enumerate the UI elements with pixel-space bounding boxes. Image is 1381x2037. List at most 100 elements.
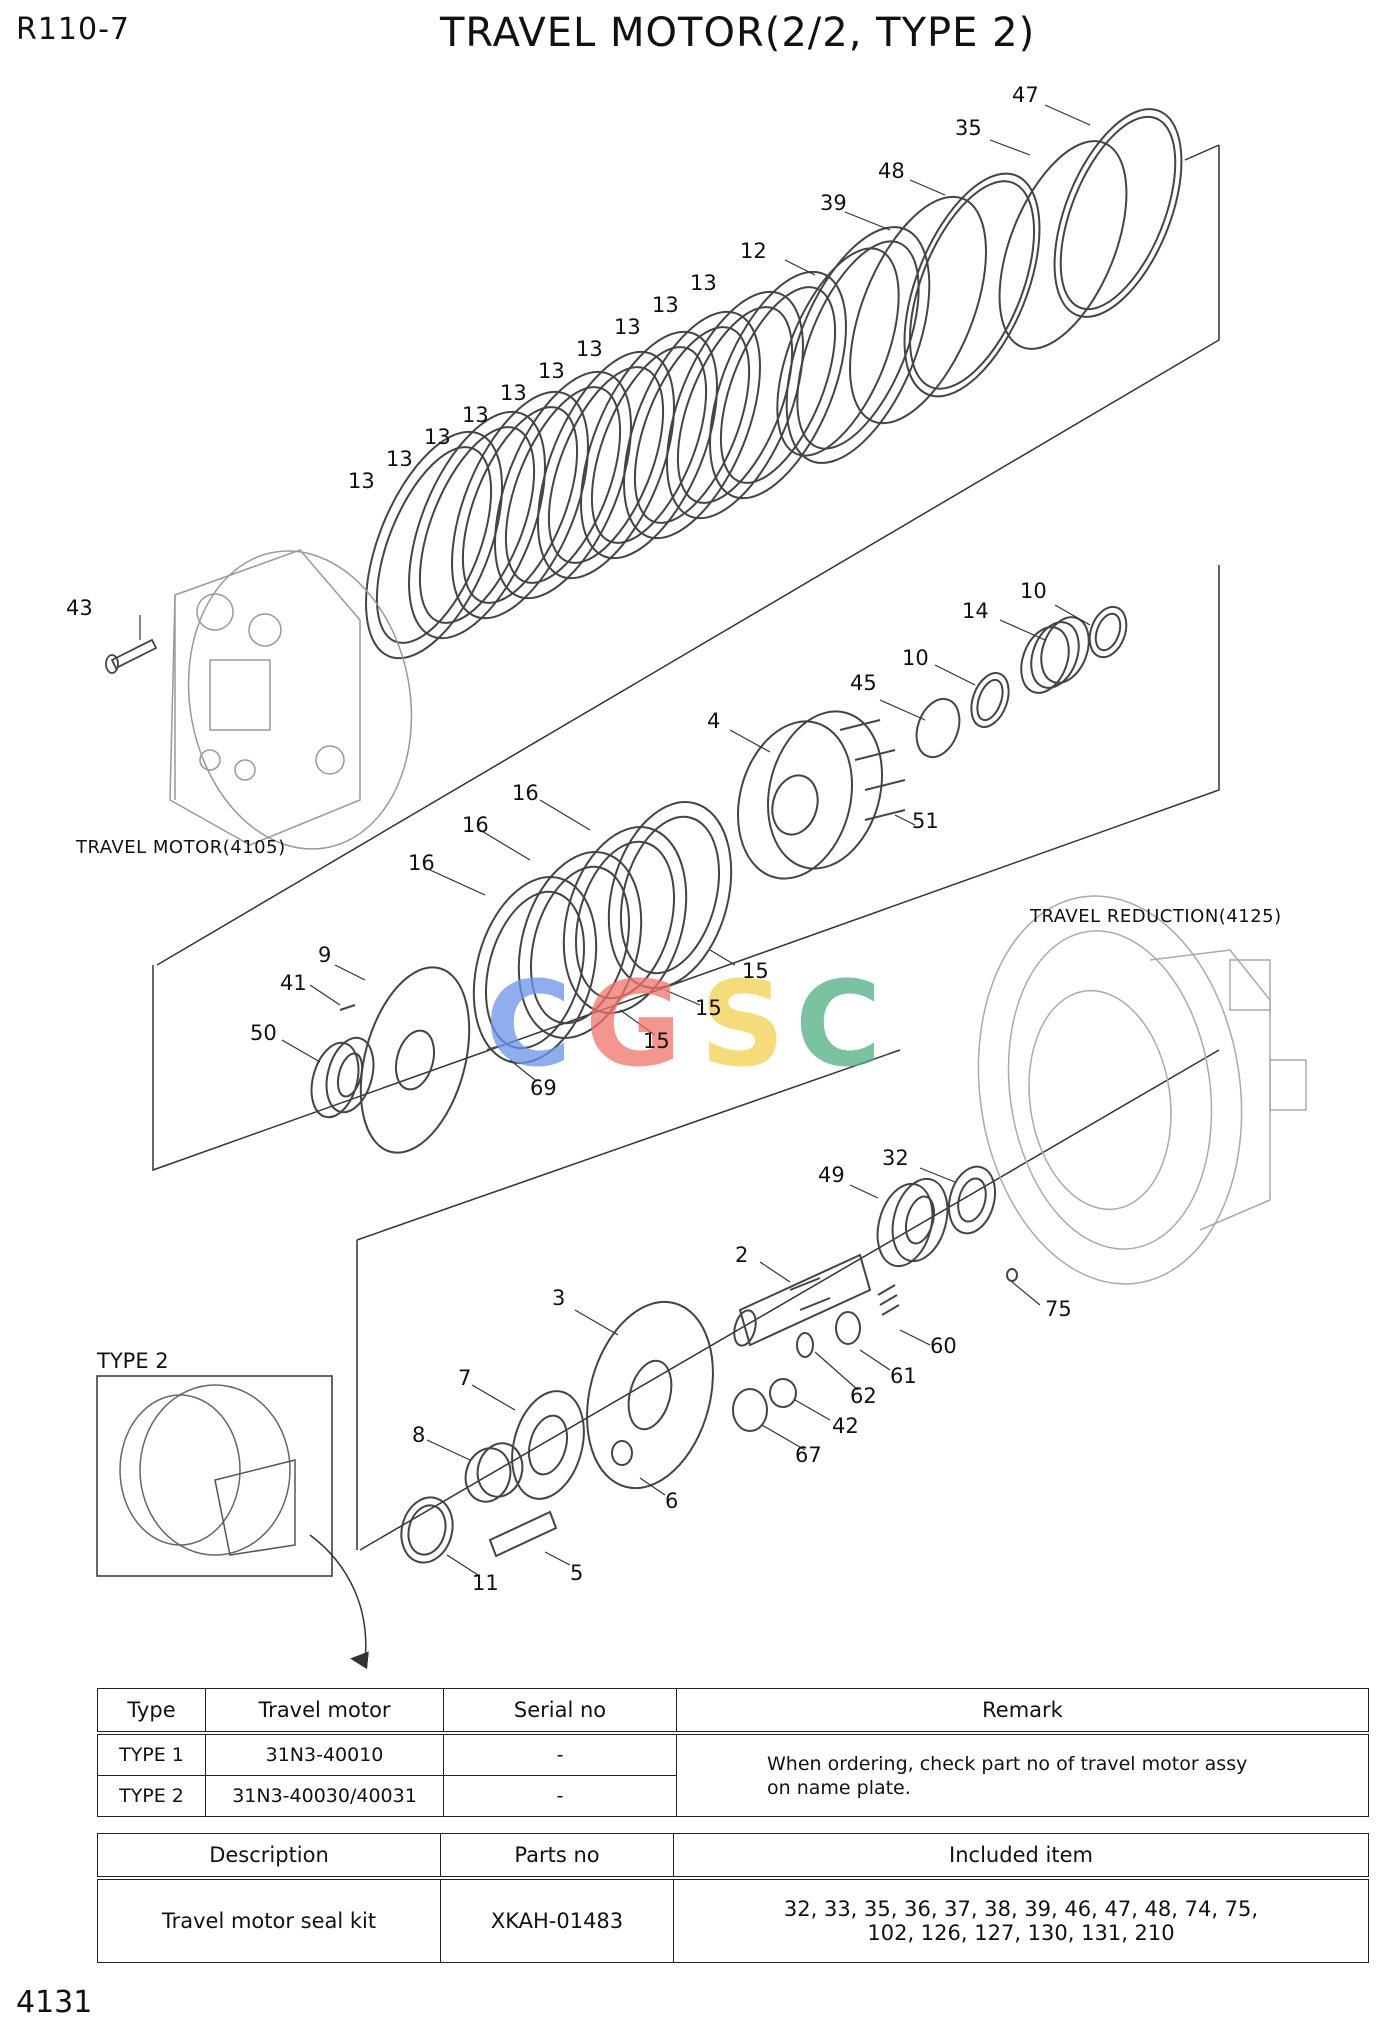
travel-motor-caption: TRAVEL MOTOR(4105) xyxy=(75,837,286,858)
remark-line: When ordering, check part no of travel m… xyxy=(767,1752,1248,1775)
drive-shaft-group xyxy=(733,1165,1018,1347)
included-items-cell: 32, 33, 35, 36, 37, 38, 39, 46, 47, 48, … xyxy=(673,1877,1369,1963)
table-row: Travel motor seal kit XKAH-01483 32, 33,… xyxy=(97,1877,1369,1963)
callout-4: 4 xyxy=(707,709,720,733)
assembly-plane-outlines xyxy=(152,144,1220,1551)
callout-5: 5 xyxy=(570,1561,583,1585)
table-row: TYPE 1 31N3-40010 - When ordering, check… xyxy=(97,1732,1369,1817)
callout-67: 67 xyxy=(795,1443,822,1467)
swash-plate-3 xyxy=(586,1284,900,1490)
type2-inset xyxy=(96,1375,369,1670)
model-code: R110-7 xyxy=(16,12,131,47)
callout-75: 75 xyxy=(1045,1297,1072,1321)
type-cell: TYPE 1 xyxy=(97,1732,206,1776)
callout-60: 60 xyxy=(930,1334,957,1358)
table-row: TYPE 2 31N3-40030/40031 - xyxy=(97,1775,1369,1817)
callout-leader-lines xyxy=(139,104,1091,1576)
spring-and-rings-group xyxy=(915,605,1128,759)
type2-inset-frame xyxy=(96,1375,333,1577)
watermark-logo: C G S C xyxy=(485,955,882,1093)
description-cell: Travel motor seal kit xyxy=(97,1877,441,1963)
callout-13: 13 xyxy=(500,381,527,405)
table-header-row: Description Parts no Included item xyxy=(97,1833,1369,1880)
callout-15: 15 xyxy=(742,959,769,983)
included-items-line: 102, 126, 127, 130, 131, 210 xyxy=(867,1921,1175,1945)
parts-no-cell: XKAH-01483 xyxy=(440,1877,674,1963)
retainer-and-piston-group xyxy=(400,1390,633,1564)
callout-15: 15 xyxy=(643,1029,670,1053)
callout-50: 50 xyxy=(250,1021,277,1045)
column-header: Description xyxy=(97,1833,441,1880)
column-header: Parts no xyxy=(440,1833,674,1880)
callout-39: 39 xyxy=(820,191,847,215)
callout-16: 16 xyxy=(408,851,435,875)
callout-labels: 47 35 48 39 12 13 13 13 13 13 13 13 13 1… xyxy=(66,83,1072,1595)
type-cell: TYPE 2 xyxy=(97,1775,206,1817)
callout-8: 8 xyxy=(412,1423,425,1447)
callout-13: 13 xyxy=(690,271,717,295)
included-items-line: 32, 33, 35, 36, 37, 38, 39, 46, 47, 48, … xyxy=(783,1897,1259,1921)
remark-line: on name plate. xyxy=(767,1776,911,1799)
callout-35: 35 xyxy=(955,116,982,140)
callout-2: 2 xyxy=(735,1243,748,1267)
table-header-row: Type Travel motor Serial no Remark xyxy=(97,1688,1369,1735)
brake-plate-stack xyxy=(365,108,1183,660)
motor-type-table: Type Travel motor Serial no Remark TYPE … xyxy=(97,1688,1369,1817)
callout-13: 13 xyxy=(614,315,641,339)
callout-13: 13 xyxy=(652,293,679,317)
callout-48: 48 xyxy=(878,159,905,183)
serial-cell: - xyxy=(443,1775,677,1817)
callout-16: 16 xyxy=(512,781,539,805)
callout-51: 51 xyxy=(912,809,939,833)
callout-32: 32 xyxy=(882,1146,909,1170)
callout-69: 69 xyxy=(530,1076,557,1100)
callout-11: 11 xyxy=(472,1571,499,1595)
travel-motor-housing-drawing xyxy=(169,549,413,850)
valve-plate-9 xyxy=(310,966,501,1154)
callout-7: 7 xyxy=(458,1366,471,1390)
svg-text:C: C xyxy=(485,955,572,1093)
callout-6: 6 xyxy=(665,1489,678,1513)
callout-10: 10 xyxy=(902,646,929,670)
column-header: Serial no xyxy=(443,1688,677,1735)
callout-13: 13 xyxy=(348,469,375,493)
column-header: Remark xyxy=(676,1688,1369,1735)
callout-9: 9 xyxy=(318,943,331,967)
column-header: Type xyxy=(97,1688,206,1735)
type2-caption: TYPE 2 xyxy=(96,1349,169,1373)
cylinder-block-4 xyxy=(736,710,906,880)
column-header: Included item xyxy=(673,1833,1369,1880)
seal-kit-table: Description Parts no Included item Trave… xyxy=(97,1833,1369,1963)
callout-13: 13 xyxy=(462,403,489,427)
callout-3: 3 xyxy=(552,1286,565,1310)
callout-13: 13 xyxy=(424,425,451,449)
callout-13: 13 xyxy=(576,337,603,361)
callout-41: 41 xyxy=(280,971,307,995)
motor-part-cell: 31N3-40030/40031 xyxy=(205,1775,444,1817)
callout-14: 14 xyxy=(962,599,989,623)
callout-16: 16 xyxy=(462,813,489,837)
callout-12: 12 xyxy=(740,239,767,263)
svg-text:C: C xyxy=(795,955,882,1093)
column-header: Travel motor xyxy=(205,1688,444,1735)
travel-reduction-caption: TRAVEL REDUCTION(4125) xyxy=(1029,906,1282,927)
serial-cell: - xyxy=(443,1732,677,1776)
callout-62: 62 xyxy=(850,1384,877,1408)
callout-15: 15 xyxy=(695,996,722,1020)
callout-43: 43 xyxy=(66,596,93,620)
callout-10: 10 xyxy=(1020,579,1047,603)
cap-screw-43 xyxy=(105,638,158,674)
friction-plates-15-16 xyxy=(472,801,733,1064)
callout-47: 47 xyxy=(1012,83,1039,107)
callout-13: 13 xyxy=(538,359,565,383)
callout-49: 49 xyxy=(818,1163,845,1187)
motor-part-cell: 31N3-40010 xyxy=(205,1732,444,1776)
callout-13: 13 xyxy=(386,447,413,471)
callout-61: 61 xyxy=(890,1364,917,1388)
svg-text:G: G xyxy=(585,955,682,1093)
page-number: 4131 xyxy=(16,1985,93,2020)
callout-45: 45 xyxy=(850,671,877,695)
remark-cell: When ordering, check part no of travel m… xyxy=(676,1732,1369,1817)
